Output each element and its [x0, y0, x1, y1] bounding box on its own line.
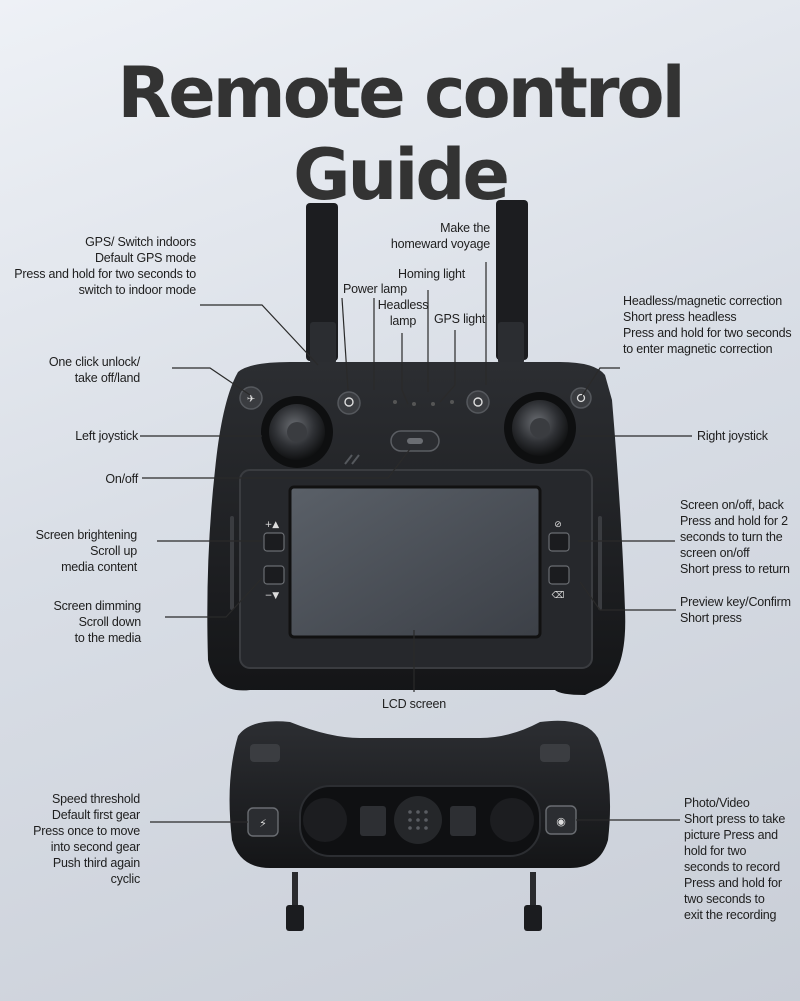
leader-lines: [140, 262, 692, 823]
label-speed: Speed threshold Default first gear Press…: [33, 792, 140, 886]
right-antenna: [496, 200, 528, 364]
left-joystick[interactable]: [261, 396, 333, 468]
speed-button[interactable]: ⚡: [247, 807, 279, 837]
label-gps-switch: GPS/ Switch indoors Default GPS mode Pre…: [14, 235, 196, 297]
brightness-up-button[interactable]: +▲: [263, 520, 285, 552]
return-home-button[interactable]: [466, 390, 490, 414]
label-homing-light: Homing light: [398, 267, 466, 281]
preview-button[interactable]: ⌫: [548, 565, 570, 601]
label-power-lamp: Power lamp: [343, 282, 407, 296]
page-title: Remote control Guide: [117, 52, 685, 216]
svg-text:+▲: +▲: [265, 520, 280, 530]
svg-text:✈: ✈: [247, 394, 255, 405]
vent-mark: [344, 454, 360, 465]
label-gps-light: GPS light: [434, 312, 486, 326]
label-preview: Preview key/Confirm Short press: [680, 595, 791, 625]
indicator-lamps: [393, 400, 454, 406]
label-screen-onoff: Screen on/off, back Press and hold for 2…: [680, 498, 790, 576]
lcd-screen: [288, 485, 542, 639]
svg-text:⌫: ⌫: [551, 591, 565, 601]
label-photo-video: Photo/Video Short press to take picture …: [684, 796, 786, 922]
power-button[interactable]: [390, 430, 440, 452]
label-headless-lamp: Headless lamp: [377, 298, 429, 328]
svg-text:−▼: −▼: [265, 591, 280, 601]
svg-text:⚡: ⚡: [259, 817, 267, 830]
label-headless-magnetic: Headless/magnetic correction Short press…: [623, 294, 792, 356]
label-one-click: One click unlock/ take off/land: [48, 355, 140, 385]
label-lcd: LCD screen: [382, 697, 446, 711]
right-joystick[interactable]: [504, 392, 576, 464]
photo-video-button[interactable]: ◉: [545, 805, 577, 835]
label-homeward: Make the homeward voyage: [390, 221, 490, 251]
label-screen-brightening: Screen brightening Scroll up media conte…: [35, 528, 138, 574]
label-right-joystick: Right joystick: [697, 429, 768, 443]
headless-button[interactable]: [570, 387, 592, 409]
brightness-down-button[interactable]: −▼: [263, 565, 285, 601]
screen-onoff-button[interactable]: ⊘: [548, 520, 570, 552]
label-on-off: On/off: [105, 472, 138, 486]
svg-text:◉: ◉: [556, 815, 566, 828]
left-antenna: [306, 203, 338, 364]
bottom-view: [229, 720, 611, 931]
label-left-joystick: Left joystick: [75, 429, 138, 443]
gps-button[interactable]: [337, 391, 361, 415]
svg-text:⊘: ⊘: [554, 520, 562, 530]
label-screen-dimming: Screen dimming Scroll down to the media: [53, 599, 141, 645]
